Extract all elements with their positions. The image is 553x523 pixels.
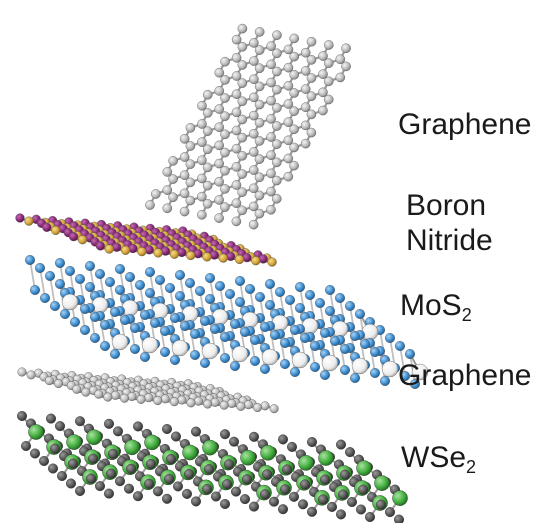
- label-mos2: MoS2: [400, 289, 472, 325]
- label-graphene-top: Graphene: [398, 108, 532, 141]
- label-graphene-middle: Graphene: [398, 359, 532, 392]
- mos2-layer: [25, 254, 429, 390]
- graphene-top-layer: [145, 23, 351, 230]
- label-boron-nitride: Boron Nitride: [406, 189, 493, 258]
- graphene-middle-layer: [17, 367, 279, 414]
- label-wse2: WSe2: [401, 441, 477, 477]
- wse2-layer: [17, 411, 408, 523]
- boron-nitride-layer: [15, 213, 277, 267]
